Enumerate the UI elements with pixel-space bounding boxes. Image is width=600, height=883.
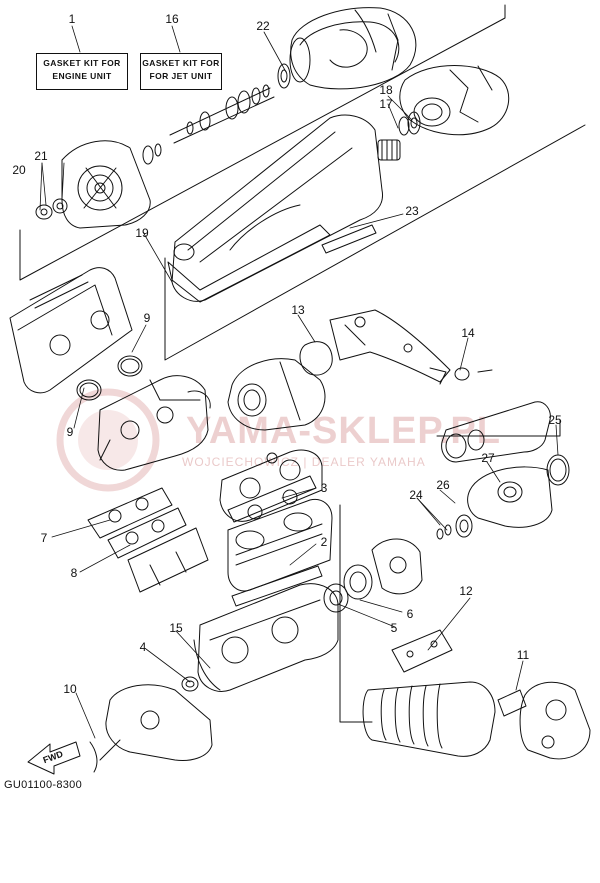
intake-gasket-8: [107, 507, 187, 559]
callout-leaders: [39, 25, 559, 739]
oil-seal-4: [181, 676, 199, 692]
reed-valve: [127, 527, 209, 593]
callout-21: 21: [34, 149, 48, 163]
gasket-11: [497, 689, 527, 717]
callout-14: 14: [461, 326, 475, 340]
jet-pump-housing: [289, 7, 417, 90]
seal-26: [436, 514, 473, 540]
bearing-17-18: [398, 111, 421, 136]
callout-19: 19: [135, 226, 149, 240]
exhaust-chamber: [227, 358, 326, 431]
kit-engine-line-2: ENGINE UNIT: [52, 71, 112, 81]
cylinder-head: [219, 449, 323, 522]
callout-26: 26: [436, 478, 450, 492]
base-gasket-2: [231, 565, 323, 607]
head-gasket-3: [227, 475, 317, 523]
muffler-25: [441, 401, 551, 463]
watermark-subtitle: WOJCIECHOWICZ | DEALER YAMAHA: [182, 455, 426, 469]
joint-14: [454, 367, 493, 381]
bellows-hose: [362, 681, 496, 757]
output-housing: [467, 466, 553, 528]
callout-22: 22: [256, 19, 270, 33]
intake-gasket-7: [87, 487, 173, 539]
jet-nozzle: [61, 140, 162, 229]
kit-jet-line-1: GASKET KIT FOR: [142, 58, 220, 68]
fwd-arrow: [27, 741, 81, 775]
carburetor-assembly: [97, 375, 211, 471]
callout-2: 2: [320, 535, 328, 549]
coupling-6: [343, 564, 373, 600]
callout-27: 27: [481, 451, 495, 465]
seal-20-21: [35, 198, 68, 220]
seal-22: [277, 63, 291, 89]
callout-18: 18: [379, 83, 393, 97]
cover-12: [391, 629, 453, 673]
water-jacket: [99, 684, 213, 761]
callout-4: 4: [139, 640, 147, 654]
callout-11: 11: [516, 648, 530, 662]
spline-coupler: [377, 139, 401, 161]
callout-1: 1: [68, 12, 76, 26]
cylinder-block: [227, 498, 333, 592]
callout-20: 20: [12, 163, 26, 177]
o-ring-9-upper: [117, 355, 143, 377]
gasket-kit-engine-label: GASKET KIT FOR ENGINE UNIT: [36, 53, 128, 90]
callout-6: 6: [406, 607, 414, 621]
callout-24: 24: [409, 488, 423, 502]
callout-17: 17: [379, 97, 393, 111]
callout-5: 5: [390, 621, 398, 635]
callout-9-upper: 9: [143, 311, 151, 325]
exhaust-elbow: [519, 681, 591, 760]
jet-intake-duct: [171, 114, 384, 302]
coupling-5: [323, 583, 349, 613]
impeller-housing: [399, 65, 510, 136]
o-ring-9-lower: [76, 379, 102, 401]
gasket-15: [193, 639, 221, 691]
callout-13: 13: [291, 303, 305, 317]
exhaust-pipe: [329, 309, 451, 385]
callout-10: 10: [63, 682, 77, 696]
gasket-19: [167, 224, 331, 303]
callout-23: 23: [405, 204, 419, 218]
watermark-brand: YAMA-SKLEP.PL: [186, 410, 501, 452]
callout-7: 7: [40, 531, 48, 545]
kit-engine-line-1: GASKET KIT FOR: [43, 58, 121, 68]
assembly-bracket-frames: [19, 4, 586, 723]
o-ring-25: [546, 454, 570, 486]
callout-3: 3: [320, 481, 328, 495]
magneto-rotor: [371, 538, 423, 595]
hose-joint-10: [89, 741, 98, 773]
diagram-code: GU01100-8300: [4, 779, 83, 791]
drive-shaft: [169, 84, 275, 144]
callout-9-lower: 9: [66, 425, 74, 439]
callout-12: 12: [459, 584, 473, 598]
callout-16: 16: [165, 12, 179, 26]
gasket-kit-jet-label: GASKET KIT FOR FOR JET UNIT: [140, 53, 222, 90]
air-box-cover: [9, 267, 133, 394]
callout-15: 15: [169, 621, 183, 635]
callout-8: 8: [70, 566, 78, 580]
callout-25: 25: [548, 413, 562, 427]
kit-jet-line-2: FOR JET UNIT: [149, 71, 213, 81]
crankcase: [197, 583, 339, 692]
exhaust-gasket-13: [299, 341, 333, 376]
gasket-23: [321, 224, 377, 254]
